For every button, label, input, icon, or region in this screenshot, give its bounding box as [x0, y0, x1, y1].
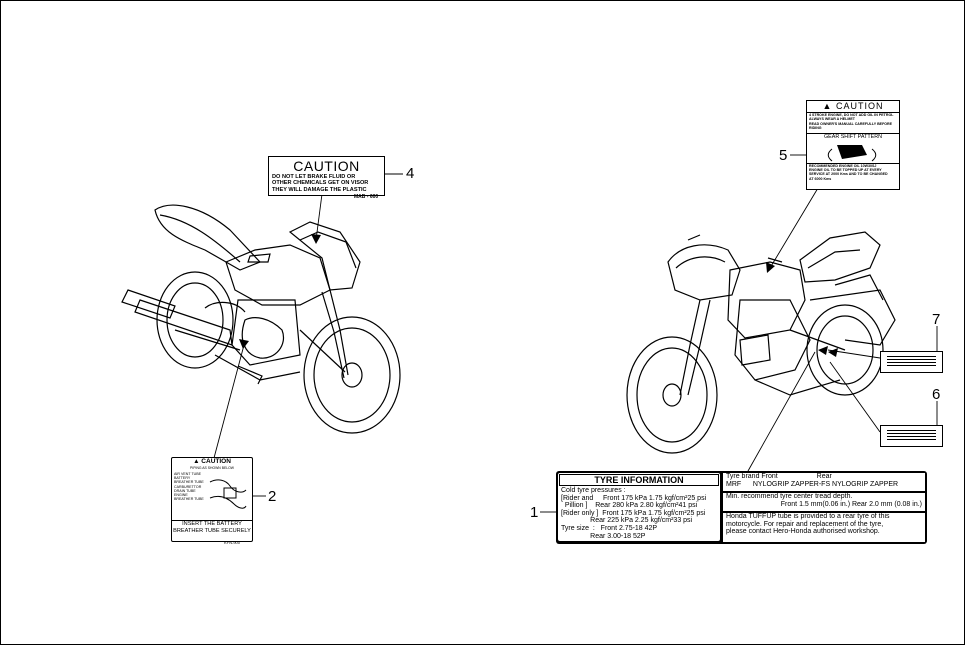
label-6	[880, 425, 943, 447]
label4-line: DO NOT LET BRAKE FLUID OR	[272, 174, 356, 180]
arrowheads	[239, 234, 838, 357]
tyre-pressure-row: [Rider only ] Front 175 kPa 1.75 kgf/cm²…	[561, 509, 706, 517]
tyre-size-row: Rear 3.00-18 52P	[561, 532, 646, 540]
tube-line-3: please contact Hero-Honda authorised wor…	[726, 528, 880, 536]
label2-part: AIR VENT TUBE	[174, 472, 202, 476]
left-motorcycle	[121, 204, 401, 434]
tread-line-1: Min. recommend tyre center tread depth.	[726, 493, 853, 500]
label4-line: OTHER CHEMICALS GET ON VISOR	[272, 180, 369, 187]
label5-line: 4 STROKE ENGINE, DO NOT ADD OIL IN PETRO…	[809, 113, 894, 117]
label5-oil: ENGINE OIL TO BE TOPPED UP AT EVERY	[809, 168, 882, 173]
tyre-pressure-row: Pillion ] Rear 280 kPa 2.80 kgf/cm²41 ps…	[561, 502, 698, 510]
callout-1: 1	[530, 504, 539, 521]
caution-label-2: ▲ CAUTION PIPING AS SHOWN BELOW AIR VENT…	[171, 457, 253, 542]
label2-footer: BREATHER TUBE SECURELY	[173, 527, 251, 534]
callout-2: 2	[268, 488, 277, 505]
callout-4: 4	[406, 165, 415, 182]
label5-oil: RECOMMENDED ENGINE OIL 10W30SJ	[807, 162, 899, 168]
tube-line-1: Honda TUFFUP tube is provided to a rear …	[726, 513, 890, 520]
tyre-pressure-row: Rear 225 kPa 2.25 kgf/cm²33 psi	[561, 517, 693, 525]
tyre-pressure-panel: TYRE INFORMATION Cold tyre pressures : […	[558, 473, 720, 541]
label5-title: ▲ CAUTION	[807, 101, 899, 113]
label5-gear-title: GEAR SHIFT PATTERN	[807, 132, 899, 141]
tyre-size-row: Tyre size : Front 2.75-18 42P	[561, 524, 658, 532]
callout-7: 7	[932, 311, 941, 328]
gear-pattern-icon	[827, 144, 877, 162]
tyre-cold-title: Cold tyre pressures :	[561, 487, 626, 494]
tyre-brand: MRF NYLOGRIP ZAPPER-FS NYLOGRIP ZAPPER	[726, 480, 899, 488]
callout-6: 6	[932, 386, 941, 403]
tube-line-2: motorcycle. For repair and replacement o…	[726, 520, 884, 528]
label-7	[880, 351, 943, 373]
label4-line: THEY WILL DAMAGE THE PLASTIC	[272, 186, 367, 193]
tread-depth-panel: Min. recommend tyre center tread depth. …	[723, 493, 925, 511]
caution-label-4: CAUTION DO NOT LET BRAKE FLUID OR OTHER …	[268, 156, 385, 196]
tyre-pressure-row: [Rider and Front 175 kPa 1.75 kgf/cm²25 …	[561, 494, 707, 502]
leader-lines	[213, 154, 938, 513]
label2-part: ENGINE BREATHER TUBE	[174, 493, 204, 502]
tyre-brand-panel: Tyre brand Front Rear MRF NYLOGRIP ZAPPE…	[723, 473, 925, 491]
label2-subtitle: PIPING AS SHOWN BELOW	[190, 466, 234, 470]
tube-routing-icon	[209, 479, 247, 509]
label2-code: KFN-900	[224, 540, 241, 545]
tread-line-2: Front 1.5 mm(0.06 in.) Rear 2.0 mm (0.08…	[780, 500, 922, 508]
tube-info-panel: Honda TUFFUP tube is provided to a rear …	[723, 513, 925, 542]
label5-line: READ OWNER'S MANUAL CAREFULLY BEFORE RID…	[809, 121, 893, 131]
label5-oil: SERVICE AT 2000 Kms AND TO BE CHANGED	[809, 172, 888, 177]
label5-line: ALWAYS WEAR A HELMET	[809, 117, 855, 122]
tyre-brand-head: Tyre brand Front Rear	[726, 473, 832, 480]
label4-code: MAB - 600	[354, 194, 379, 200]
label4-title: CAUTION	[293, 158, 360, 174]
label2-part: CARBURETTOR DRAIN TUBE	[174, 484, 202, 493]
label2-part: BATTERY BREATHER TUBE	[174, 476, 204, 485]
label2-title: ▲ CAUTION	[193, 458, 231, 465]
label5-oil: AT 6000 Kms	[809, 176, 832, 181]
tyre-info-label-1: TYRE INFORMATION Cold tyre pressures : […	[556, 471, 927, 544]
label2-footer: INSERT THE BATTERY	[172, 520, 252, 528]
tyre-info-title: TYRE INFORMATION	[559, 474, 719, 486]
callout-5: 5	[779, 147, 788, 164]
caution-label-5: ▲ CAUTION 4 STROKE ENGINE, DO NOT ADD OI…	[806, 100, 900, 190]
right-motorcycle	[626, 231, 896, 454]
